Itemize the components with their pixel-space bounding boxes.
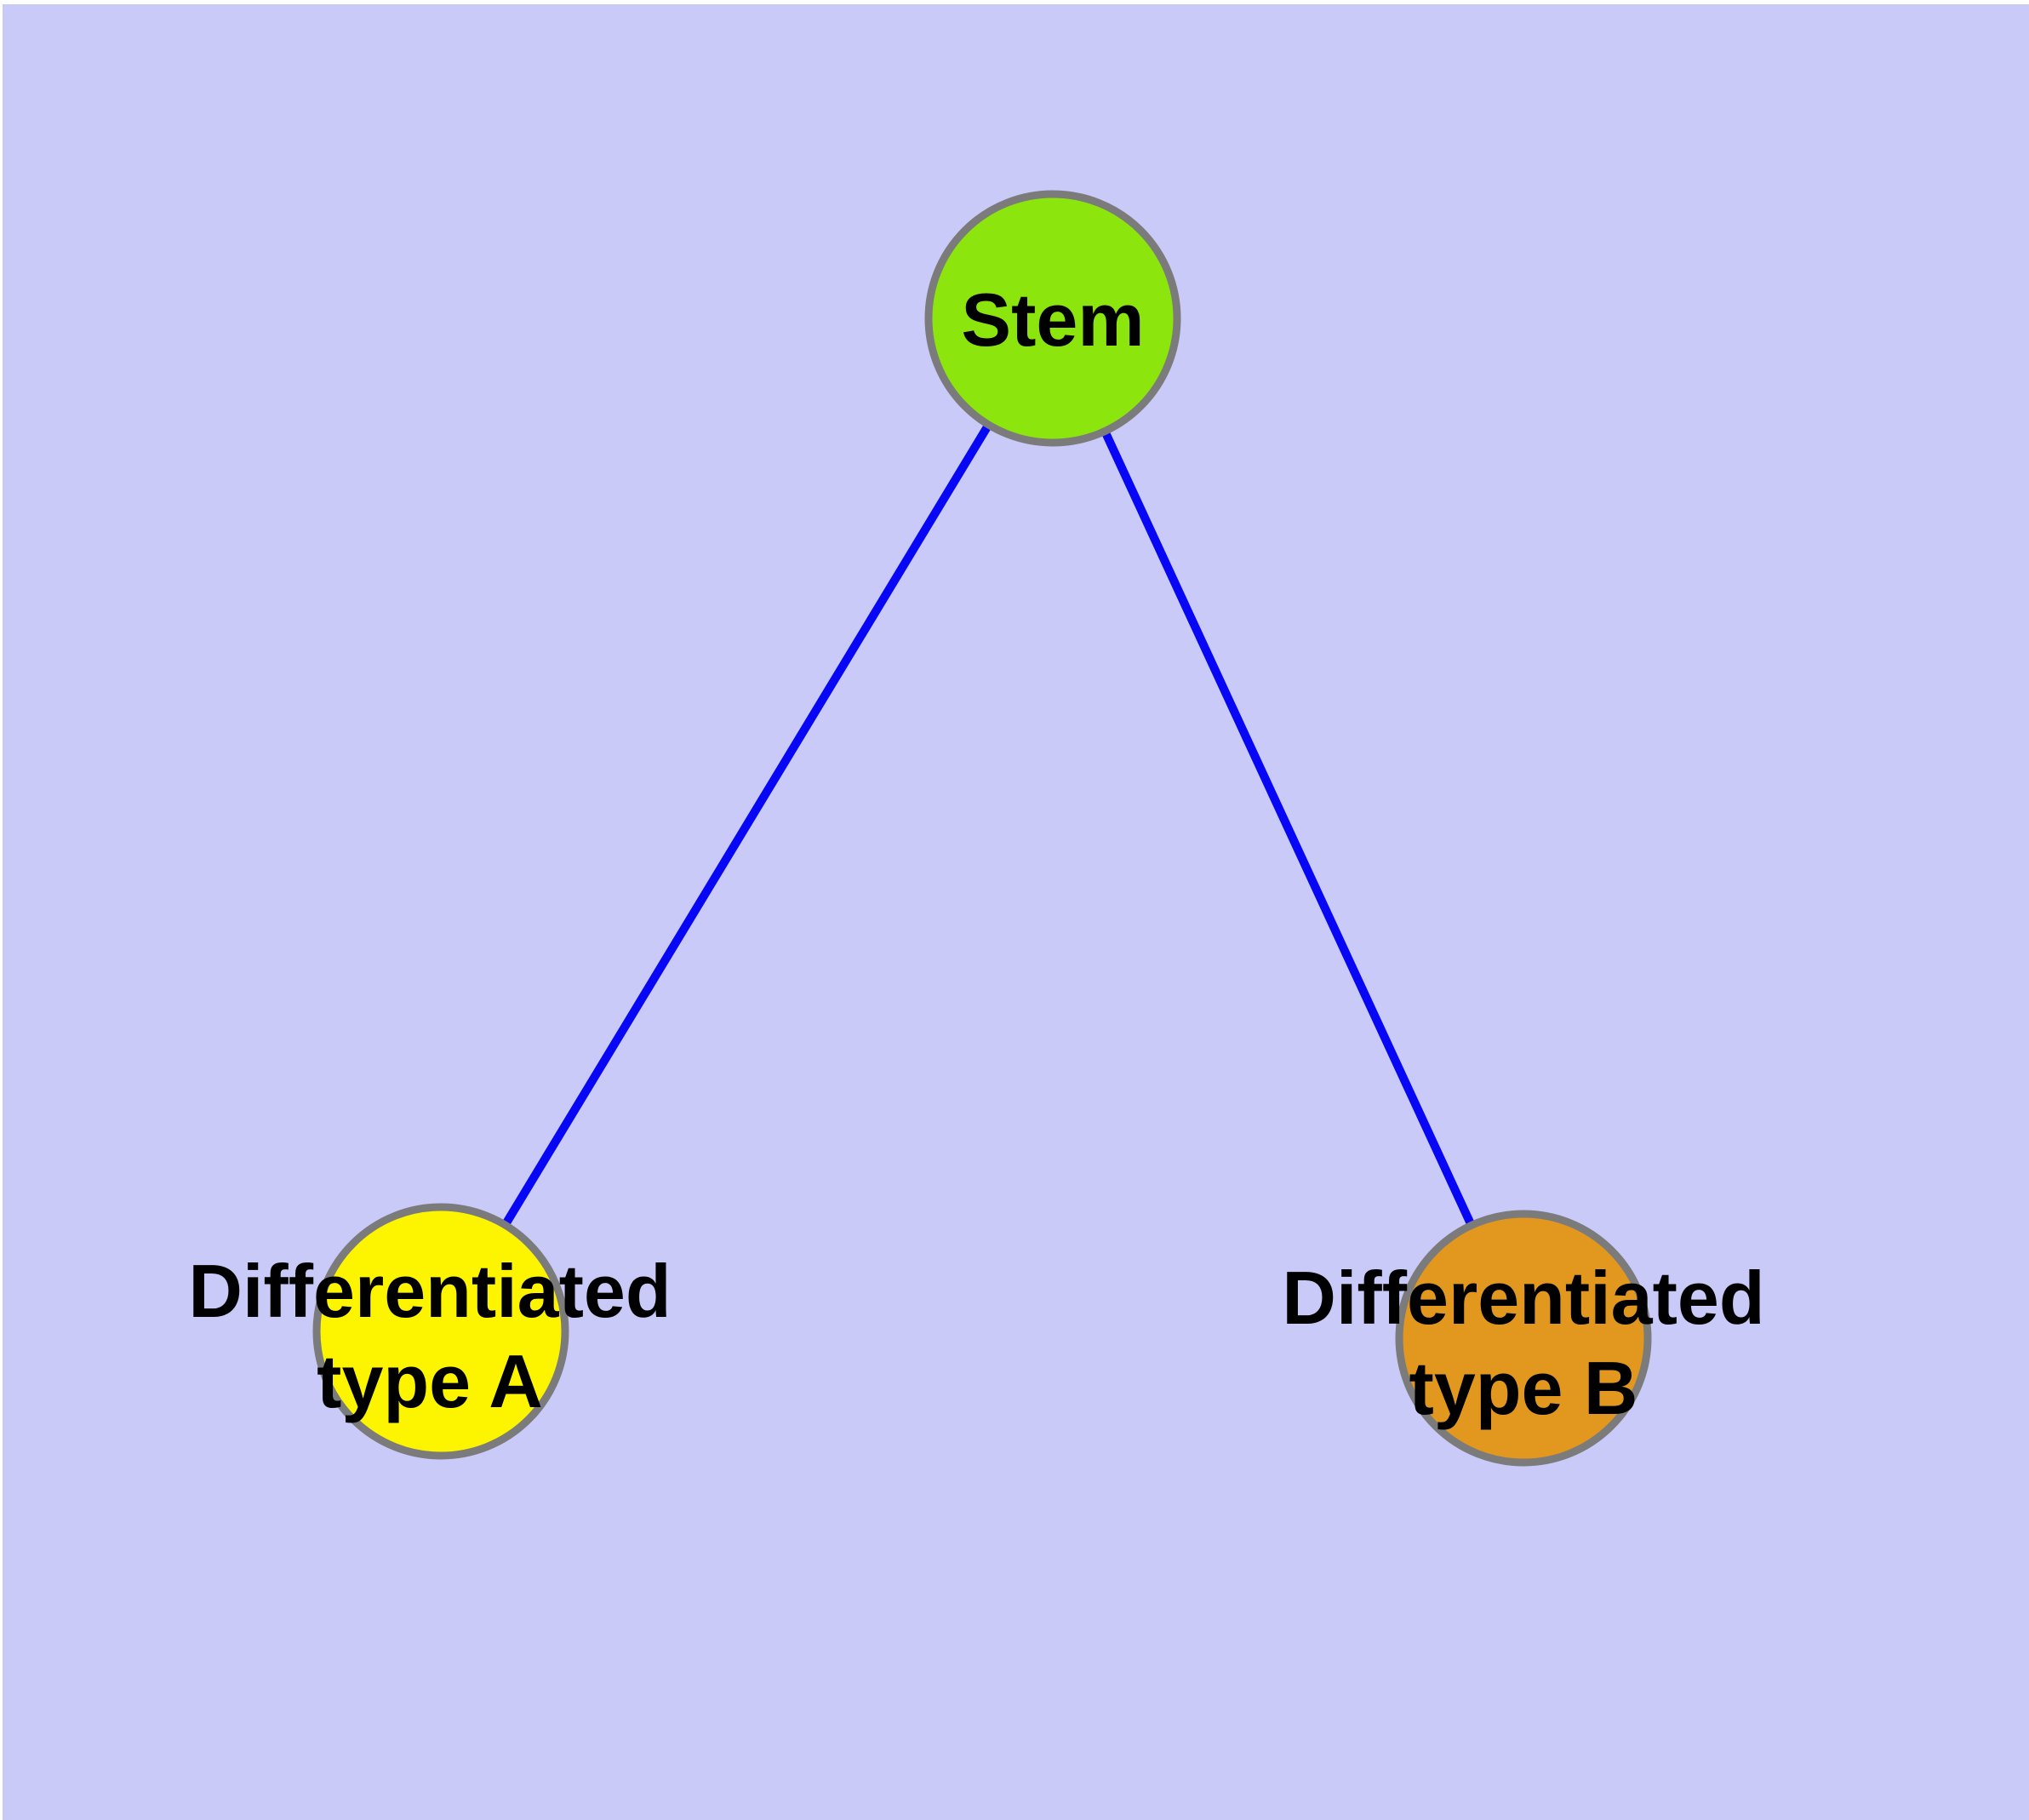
stem-node-label: Stem: [961, 278, 1144, 362]
node-differentiated-type-b: Differentiated type B: [1282, 1210, 1765, 1467]
type-b-node-circle: [1395, 1210, 1652, 1467]
type-a-node-label-line1: Differentiated: [188, 1249, 671, 1333]
type-b-node-label-line2: type B: [1409, 1346, 1638, 1430]
node-stem: Stem: [924, 190, 1181, 447]
stem-node-circle: [924, 190, 1181, 447]
type-b-node-label-line1: Differentiated: [1282, 1256, 1764, 1340]
edge-group: [437, 316, 1528, 1341]
node-differentiated-type-a: Differentiated type A: [188, 1203, 672, 1460]
type-a-node-circle: [312, 1203, 569, 1460]
type-a-node-label-line2: type A: [317, 1339, 543, 1423]
edge-stem-to-type-a: [437, 316, 1057, 1334]
edge-stem-to-type-b: [1049, 316, 1528, 1341]
